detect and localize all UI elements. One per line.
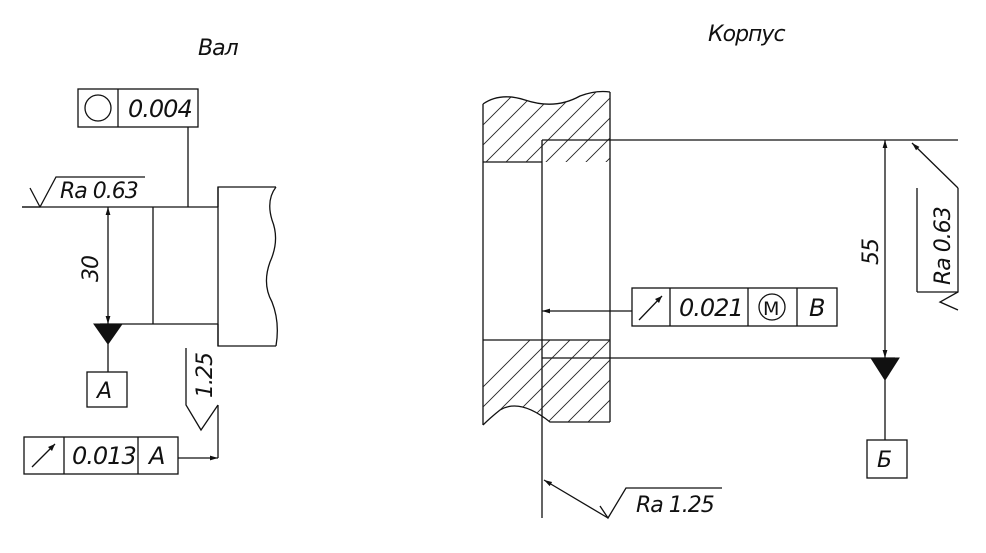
shaft-roughness-top: Ra 0.63: [22, 176, 145, 208]
shaft-view: Вал 0.004 Ra 0.63 30: [22, 36, 278, 475]
shaft-roughness-face: 1.25: [185, 348, 219, 458]
shaft-bottom-tolerance-datum: A: [147, 442, 164, 470]
shaft-body: [22, 186, 278, 347]
mmc-circle-icon: [758, 293, 786, 321]
shaft-datum-label: A: [95, 379, 111, 404]
housing-roughness-bottom-label: Ra 1.25: [636, 493, 714, 518]
housing-tolerance-frame: 0.021 M B: [542, 287, 838, 327]
shaft-title: Вал: [198, 36, 239, 61]
shaft-datum-a: A: [86, 323, 128, 408]
housing-view: Корпус: [482, 22, 959, 520]
housing-roughness-right: Ra 0.63: [911, 142, 959, 311]
shaft-dimension-30: 30: [79, 207, 111, 324]
housing-tolerance-modifier: M: [763, 298, 778, 320]
housing-section-bottom: [482, 339, 610, 426]
housing-roughness-bottom: Ra 1.25: [543, 479, 722, 520]
housing-dimension-value: 55: [859, 239, 884, 265]
circularity-circle-icon: [84, 94, 112, 122]
housing-datum-label: Б: [877, 448, 891, 473]
shaft-roughness-top-label: Ra 0.63: [60, 179, 138, 204]
housing-roughness-right-label: Ra 0.63: [931, 207, 956, 285]
shaft-tolerance-frame-bottom: 0.013 A: [23, 436, 218, 475]
housing-title: Корпус: [708, 22, 785, 47]
housing-datum-b: Б: [866, 357, 908, 479]
housing-tolerance-value: 0.021: [679, 294, 743, 322]
shaft-dimension-value: 30: [79, 256, 104, 282]
shaft-top-tolerance-value: 0.004: [128, 95, 192, 123]
housing-dimension-55: 55: [859, 140, 888, 358]
housing-tolerance-datum: B: [809, 294, 824, 322]
housing-bore: [482, 139, 958, 518]
shaft-tolerance-frame-top: 0.004: [77, 88, 199, 207]
shaft-bottom-tolerance-value: 0.013: [72, 442, 136, 470]
shaft-roughness-face-label: 1.25: [193, 353, 218, 398]
housing-section-top: [482, 90, 611, 163]
